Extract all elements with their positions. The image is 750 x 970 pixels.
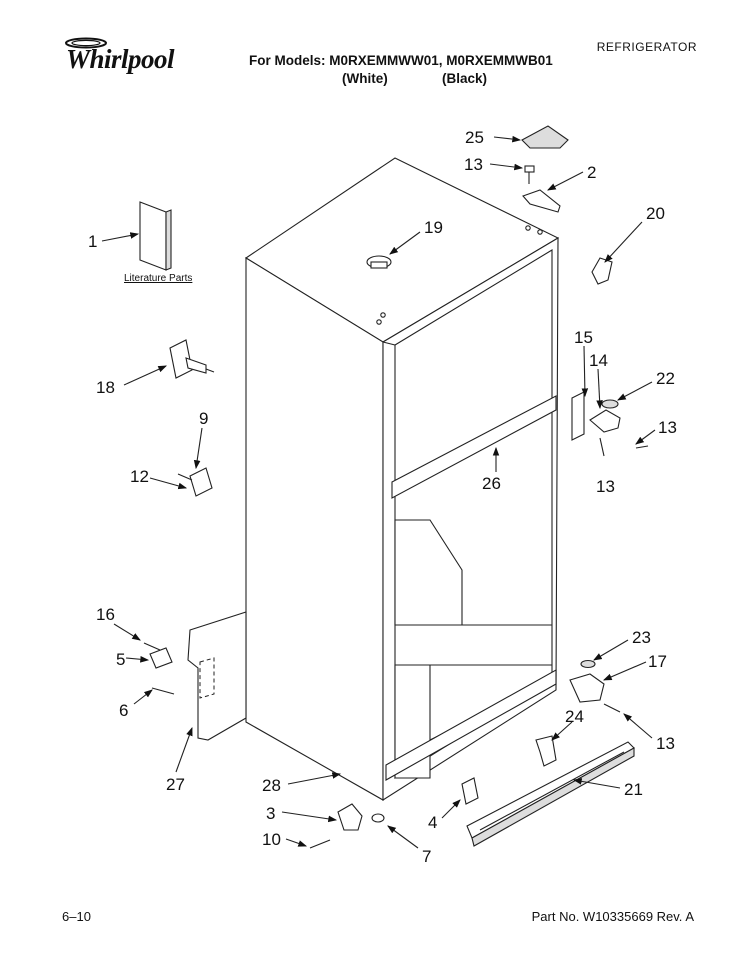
divider-rail (391, 395, 557, 499)
callout-22: 22 (656, 369, 675, 388)
cabinet-body (244, 157, 560, 802)
callout-13-right: 13 (658, 418, 677, 437)
literature-booklet (139, 201, 172, 271)
callout-25: 25 (465, 128, 484, 147)
part-21-toe-grille (466, 741, 635, 847)
callout-21: 21 (624, 780, 643, 799)
part-13-screw-top (524, 165, 535, 184)
callout-15: 15 (574, 328, 593, 347)
callout-7: 7 (422, 847, 431, 866)
part-25-cap (521, 125, 569, 149)
part-2-hinge-bracket (522, 189, 561, 213)
part-9-12-latch (177, 467, 213, 497)
callout-20: 20 (646, 204, 665, 223)
part-18-bracket (169, 339, 215, 379)
callout-13-lower: 13 (596, 477, 615, 496)
callout-3: 3 (266, 804, 275, 823)
callout-19: 19 (424, 218, 443, 237)
callout-4: 4 (428, 813, 437, 832)
callout-26: 26 (482, 474, 501, 493)
callout-1: 1 (88, 232, 97, 251)
callout-12: 12 (130, 467, 149, 486)
callout-2: 2 (587, 163, 596, 182)
callout-18: 18 (96, 378, 115, 397)
callout-14: 14 (589, 351, 608, 370)
whirlpool-logo (65, 37, 107, 49)
part-24-clip (535, 735, 557, 767)
callout-28: 28 (262, 776, 281, 795)
variant-white: (White) (342, 71, 388, 86)
leader-arrows (101, 135, 656, 849)
callout-27: 27 (166, 775, 185, 794)
brand-name: Whirlpool (66, 44, 175, 74)
lower-left-bracket-assembly (143, 611, 247, 741)
center-hinge-cluster (571, 391, 649, 457)
page-number: 6–10 (62, 909, 91, 924)
callout-16: 16 (96, 605, 115, 624)
part-number: Part No. W10335669 Rev. A (531, 909, 694, 924)
category-label: REFRIGERATOR (596, 40, 697, 54)
callout-10: 10 (262, 830, 281, 849)
callout-23: 23 (632, 628, 651, 647)
literature-parts-label: Literature Parts (124, 273, 192, 284)
models-line: For Models: M0RXEMMWW01, M0RXEMMWB01 (249, 53, 553, 68)
part-19-plug (366, 255, 392, 269)
lower-right-hinge (569, 659, 621, 713)
callout-17: 17 (648, 652, 667, 671)
callout-13-top: 13 (464, 155, 483, 174)
leveler-assembly (309, 803, 385, 849)
callout-6: 6 (119, 701, 128, 720)
part-20-hinge-cover (591, 257, 613, 285)
callout-9: 9 (199, 409, 208, 428)
part-4-clip (461, 777, 479, 805)
callout-13-bottom: 13 (656, 734, 675, 753)
callout-numbers: 25 13 2 20 1 19 15 14 22 13 13 18 9 12 2… (88, 128, 677, 866)
callout-24: 24 (565, 707, 584, 726)
variant-black: (Black) (442, 71, 488, 86)
callout-5: 5 (116, 650, 125, 669)
